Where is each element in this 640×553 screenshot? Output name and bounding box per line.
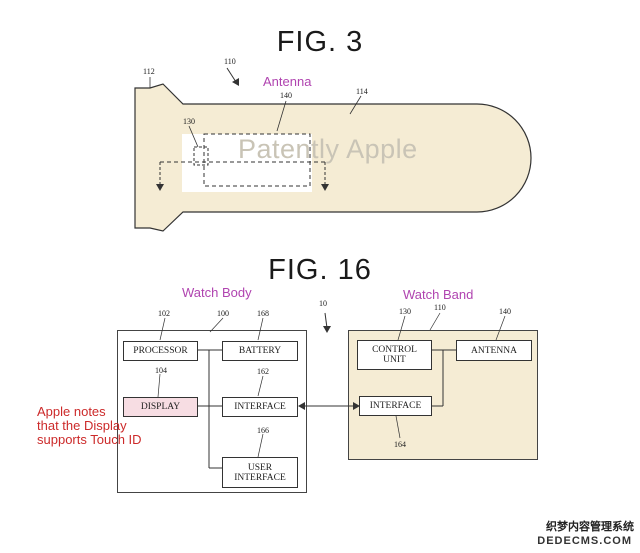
control-unit-box: CONTROL UNIT	[357, 340, 432, 370]
antenna-box: ANTENNA	[456, 340, 532, 361]
ref-104: 104	[155, 366, 167, 375]
touch-id-note: Apple notes that the Display supports To…	[37, 405, 142, 447]
footer-url: DEDECMS.COM	[537, 535, 632, 547]
user-interface-box: USER INTERFACE	[222, 457, 298, 488]
ref-10: 10	[319, 299, 327, 308]
band-interface-box: INTERFACE	[359, 396, 432, 416]
ref-114: 114	[356, 87, 368, 96]
antenna-annotation: Antenna	[263, 74, 312, 89]
fig3-band-drawing	[134, 67, 532, 232]
control-unit-outline	[193, 146, 209, 166]
user-interface-label-line2: INTERFACE	[234, 472, 286, 483]
user-interface-label-line1: USER	[247, 462, 273, 473]
body-interface-box: INTERFACE	[222, 397, 298, 417]
ref-110: 110	[224, 57, 236, 66]
watch-band-annotation: Watch Band	[403, 287, 474, 302]
battery-box: BATTERY	[222, 341, 298, 361]
ref-162: 162	[257, 367, 269, 376]
note-line-2: that the Display	[37, 418, 127, 433]
display-box: DISPLAY	[123, 397, 198, 417]
note-line-1: Apple notes	[37, 404, 106, 419]
ref-130-body: 130	[399, 307, 411, 316]
watch-body-annotation: Watch Body	[182, 285, 252, 300]
ref-164: 164	[394, 440, 406, 449]
processor-box: PROCESSOR	[123, 341, 198, 361]
ref-112: 112	[143, 67, 155, 76]
ref-166: 166	[257, 426, 269, 435]
note-line-3: supports Touch ID	[37, 432, 142, 447]
ref-130: 130	[183, 117, 195, 126]
ref-140: 140	[280, 91, 292, 100]
fig16-title: FIG. 16	[268, 254, 372, 286]
footer-site-name: 织梦内容管理系统	[546, 518, 634, 534]
fig3-title: FIG. 3	[276, 26, 364, 58]
antenna-dashed-outline	[203, 133, 311, 187]
control-unit-label-line1: CONTROL	[372, 345, 417, 355]
watermark-text: Patently Apple	[238, 134, 418, 164]
ref-100: 100	[217, 309, 229, 318]
ref-140-body: 140	[499, 307, 511, 316]
control-unit-label-line2: UNIT	[383, 355, 406, 365]
ref-168: 168	[257, 309, 269, 318]
ref-102: 102	[158, 309, 170, 318]
watch-band-shape	[134, 83, 532, 232]
ref-110-body: 110	[434, 303, 446, 312]
